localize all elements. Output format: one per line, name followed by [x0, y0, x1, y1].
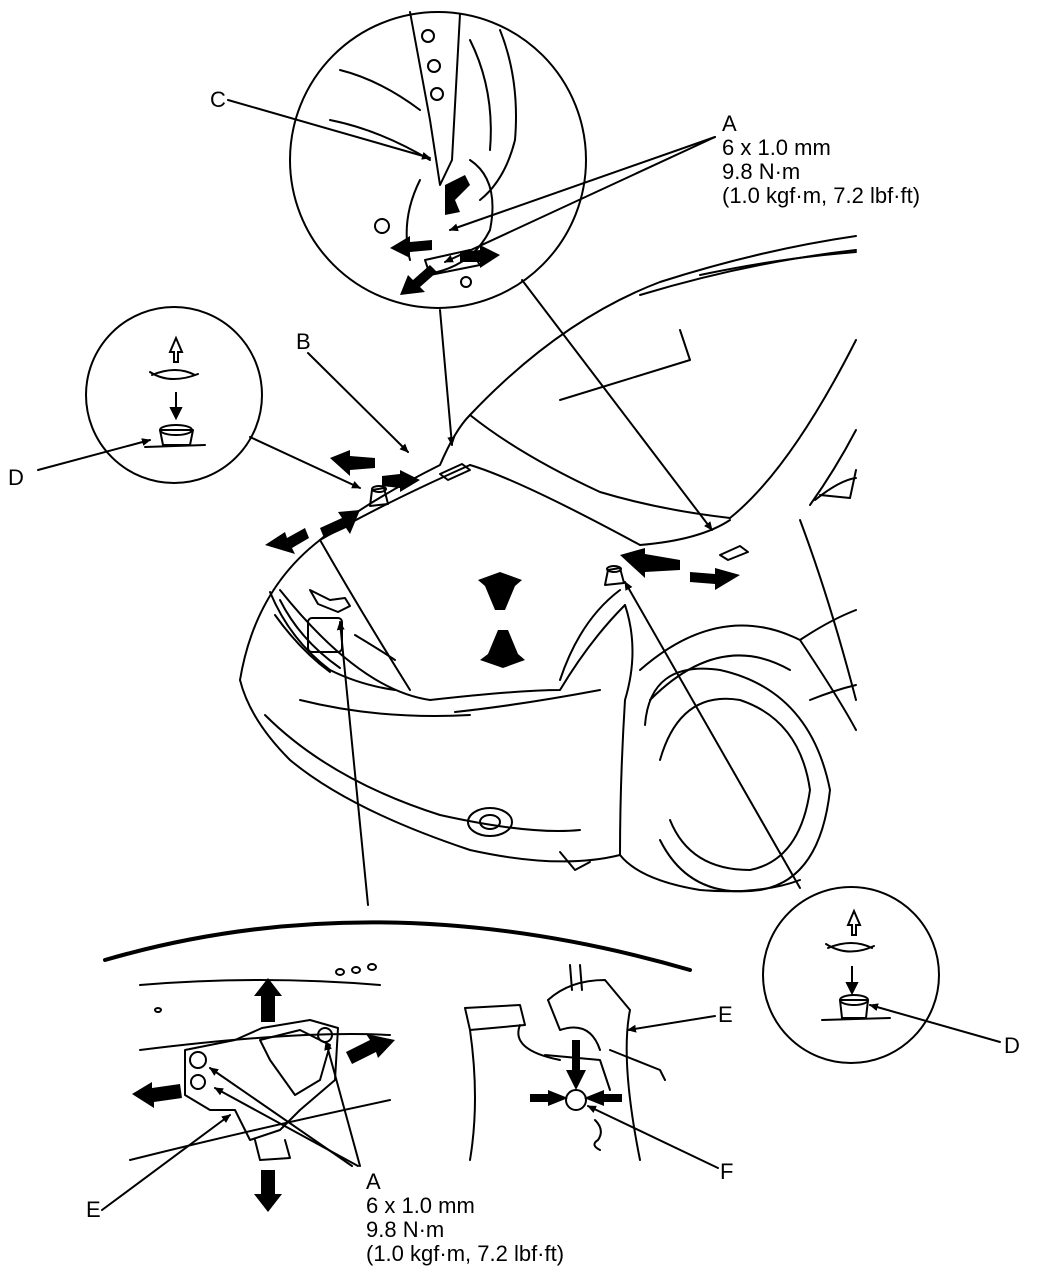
spec-bottom-torque: 9.8 N·m [366, 1217, 445, 1242]
callout-e-right-label: E [718, 1002, 733, 1027]
callout-b-label: B [296, 329, 311, 354]
callout-f-label: F [720, 1159, 734, 1184]
rotation-symbols [168, 335, 862, 936]
callout-d-left-label: D [8, 465, 24, 490]
callout-e-left-label: E [86, 1197, 101, 1222]
spec-bottom-torque-alt: (1.0 kgf·m, 7.2 lbf·ft) [366, 1241, 565, 1266]
spec-top-torque-alt: (1.0 kgf·m, 7.2 lbf·ft) [722, 183, 921, 208]
callout-c-label: C [210, 87, 226, 112]
vehicle-front-view [239, 235, 857, 893]
callout-d-right-label: D [1004, 1033, 1020, 1058]
latch-detail-panel [103, 920, 692, 1161]
spec-bottom: A 6 x 1.0 mm 9.8 N·m (1.0 kgf·m, 7.2 lbf… [366, 1170, 564, 1266]
bumper-detail-left [85, 306, 263, 484]
spec-top-size: 6 x 1.0 mm [722, 135, 831, 160]
spec-bottom-size: 6 x 1.0 mm [366, 1193, 475, 1218]
spec-top: A 6 x 1.0 mm 9.8 N·m (1.0 kgf·m, 7.2 lbf… [722, 112, 920, 208]
down-arrows [169, 392, 859, 996]
hinge-detail-circle [289, 11, 587, 309]
adjustment-arrows [132, 175, 740, 1212]
leader-lines [37, 99, 1001, 1211]
bumper-detail-right [762, 886, 940, 1064]
spec-top-label: A [722, 111, 737, 136]
spec-top-torque: 9.8 N·m [722, 159, 801, 184]
spec-bottom-label: A [366, 1169, 381, 1194]
